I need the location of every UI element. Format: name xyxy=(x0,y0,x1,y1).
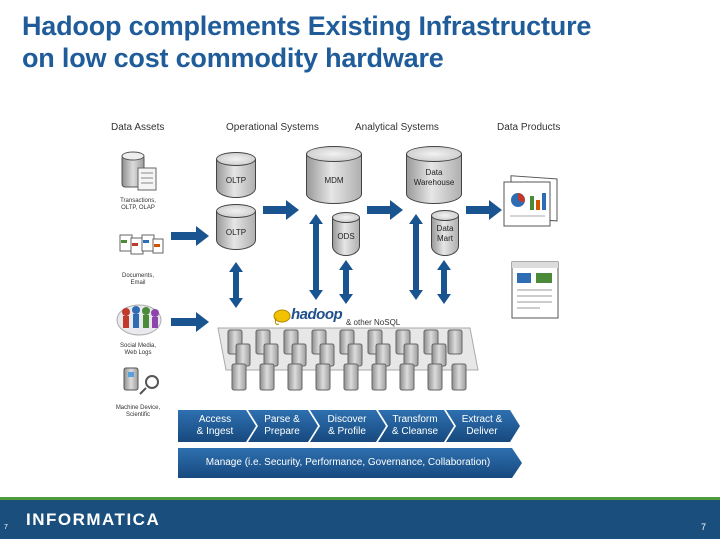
data-warehouse-database: Data Warehouse xyxy=(406,146,462,204)
asset-documents-label: Documents, Email xyxy=(121,273,154,286)
hadoop-elephant-icon xyxy=(273,309,291,325)
hadoop-nosql-label: & other NoSQL xyxy=(346,318,401,327)
column-data-assets: Data Assets xyxy=(111,122,165,133)
slide-title: Hadoop complements Existing Infrastructu… xyxy=(22,10,702,74)
oltp-database-1: OLTP xyxy=(216,152,256,198)
title-line-2: on low cost commodity hardware xyxy=(22,43,444,73)
column-analytical-systems: Analytical Systems xyxy=(355,122,439,133)
informatica-logo: INFORMATICA xyxy=(26,510,161,529)
bidirectional-arrows xyxy=(229,214,451,308)
asset-machine-label: Machine Device, Scientific xyxy=(115,405,161,418)
step-parse-prepare: Parse &Prepare xyxy=(264,414,300,437)
ods-database: ODS xyxy=(332,212,360,256)
mdm-database: MDM xyxy=(306,146,362,204)
hadoop-logo-text: hadoop xyxy=(291,306,343,323)
step-access-ingest: Access& Ingest xyxy=(196,414,234,437)
step-transform-cleanse: Transform& Cleanse xyxy=(391,414,439,437)
chevron-discover-profile xyxy=(310,410,386,442)
social-media-icon xyxy=(116,304,162,336)
dashboard-screen-icon xyxy=(511,261,559,319)
asset-social-label: Social Media, Web Logs xyxy=(119,343,157,356)
manage-bar-label: Manage (i.e. Security, Performance, Gove… xyxy=(205,457,491,468)
corner-number: 7 xyxy=(4,524,8,531)
flow-arrows xyxy=(171,200,502,332)
footer-bar: INFORMATICA 7 7 xyxy=(0,497,720,539)
manage-bar-shape xyxy=(178,448,522,478)
chevron-extract-deliver xyxy=(446,410,520,442)
step-extract-deliver: Extract &Deliver xyxy=(461,414,503,437)
transactions-icon xyxy=(121,151,157,191)
page-number: 7 xyxy=(700,522,706,532)
step-discover-profile: Discover& Profile xyxy=(327,414,367,437)
machine-device-icon xyxy=(123,367,159,395)
oltp-database-2: OLTP xyxy=(216,204,256,250)
chevron-access-ingest xyxy=(178,410,256,442)
documents-email-icon xyxy=(119,234,164,255)
report-screens-icon xyxy=(503,175,558,227)
chevron-parse-prepare xyxy=(248,410,318,442)
asset-transactions-label: Transactions, OLTP, OLAP xyxy=(120,198,156,211)
hadoop-cluster xyxy=(217,327,479,391)
title-line-1: Hadoop complements Existing Infrastructu… xyxy=(22,11,592,41)
column-data-products: Data Products xyxy=(497,122,561,133)
data-mart-database: Data Mart xyxy=(431,210,459,256)
chevron-transform-cleanse xyxy=(378,410,454,442)
column-operational-systems: Operational Systems xyxy=(226,122,319,133)
